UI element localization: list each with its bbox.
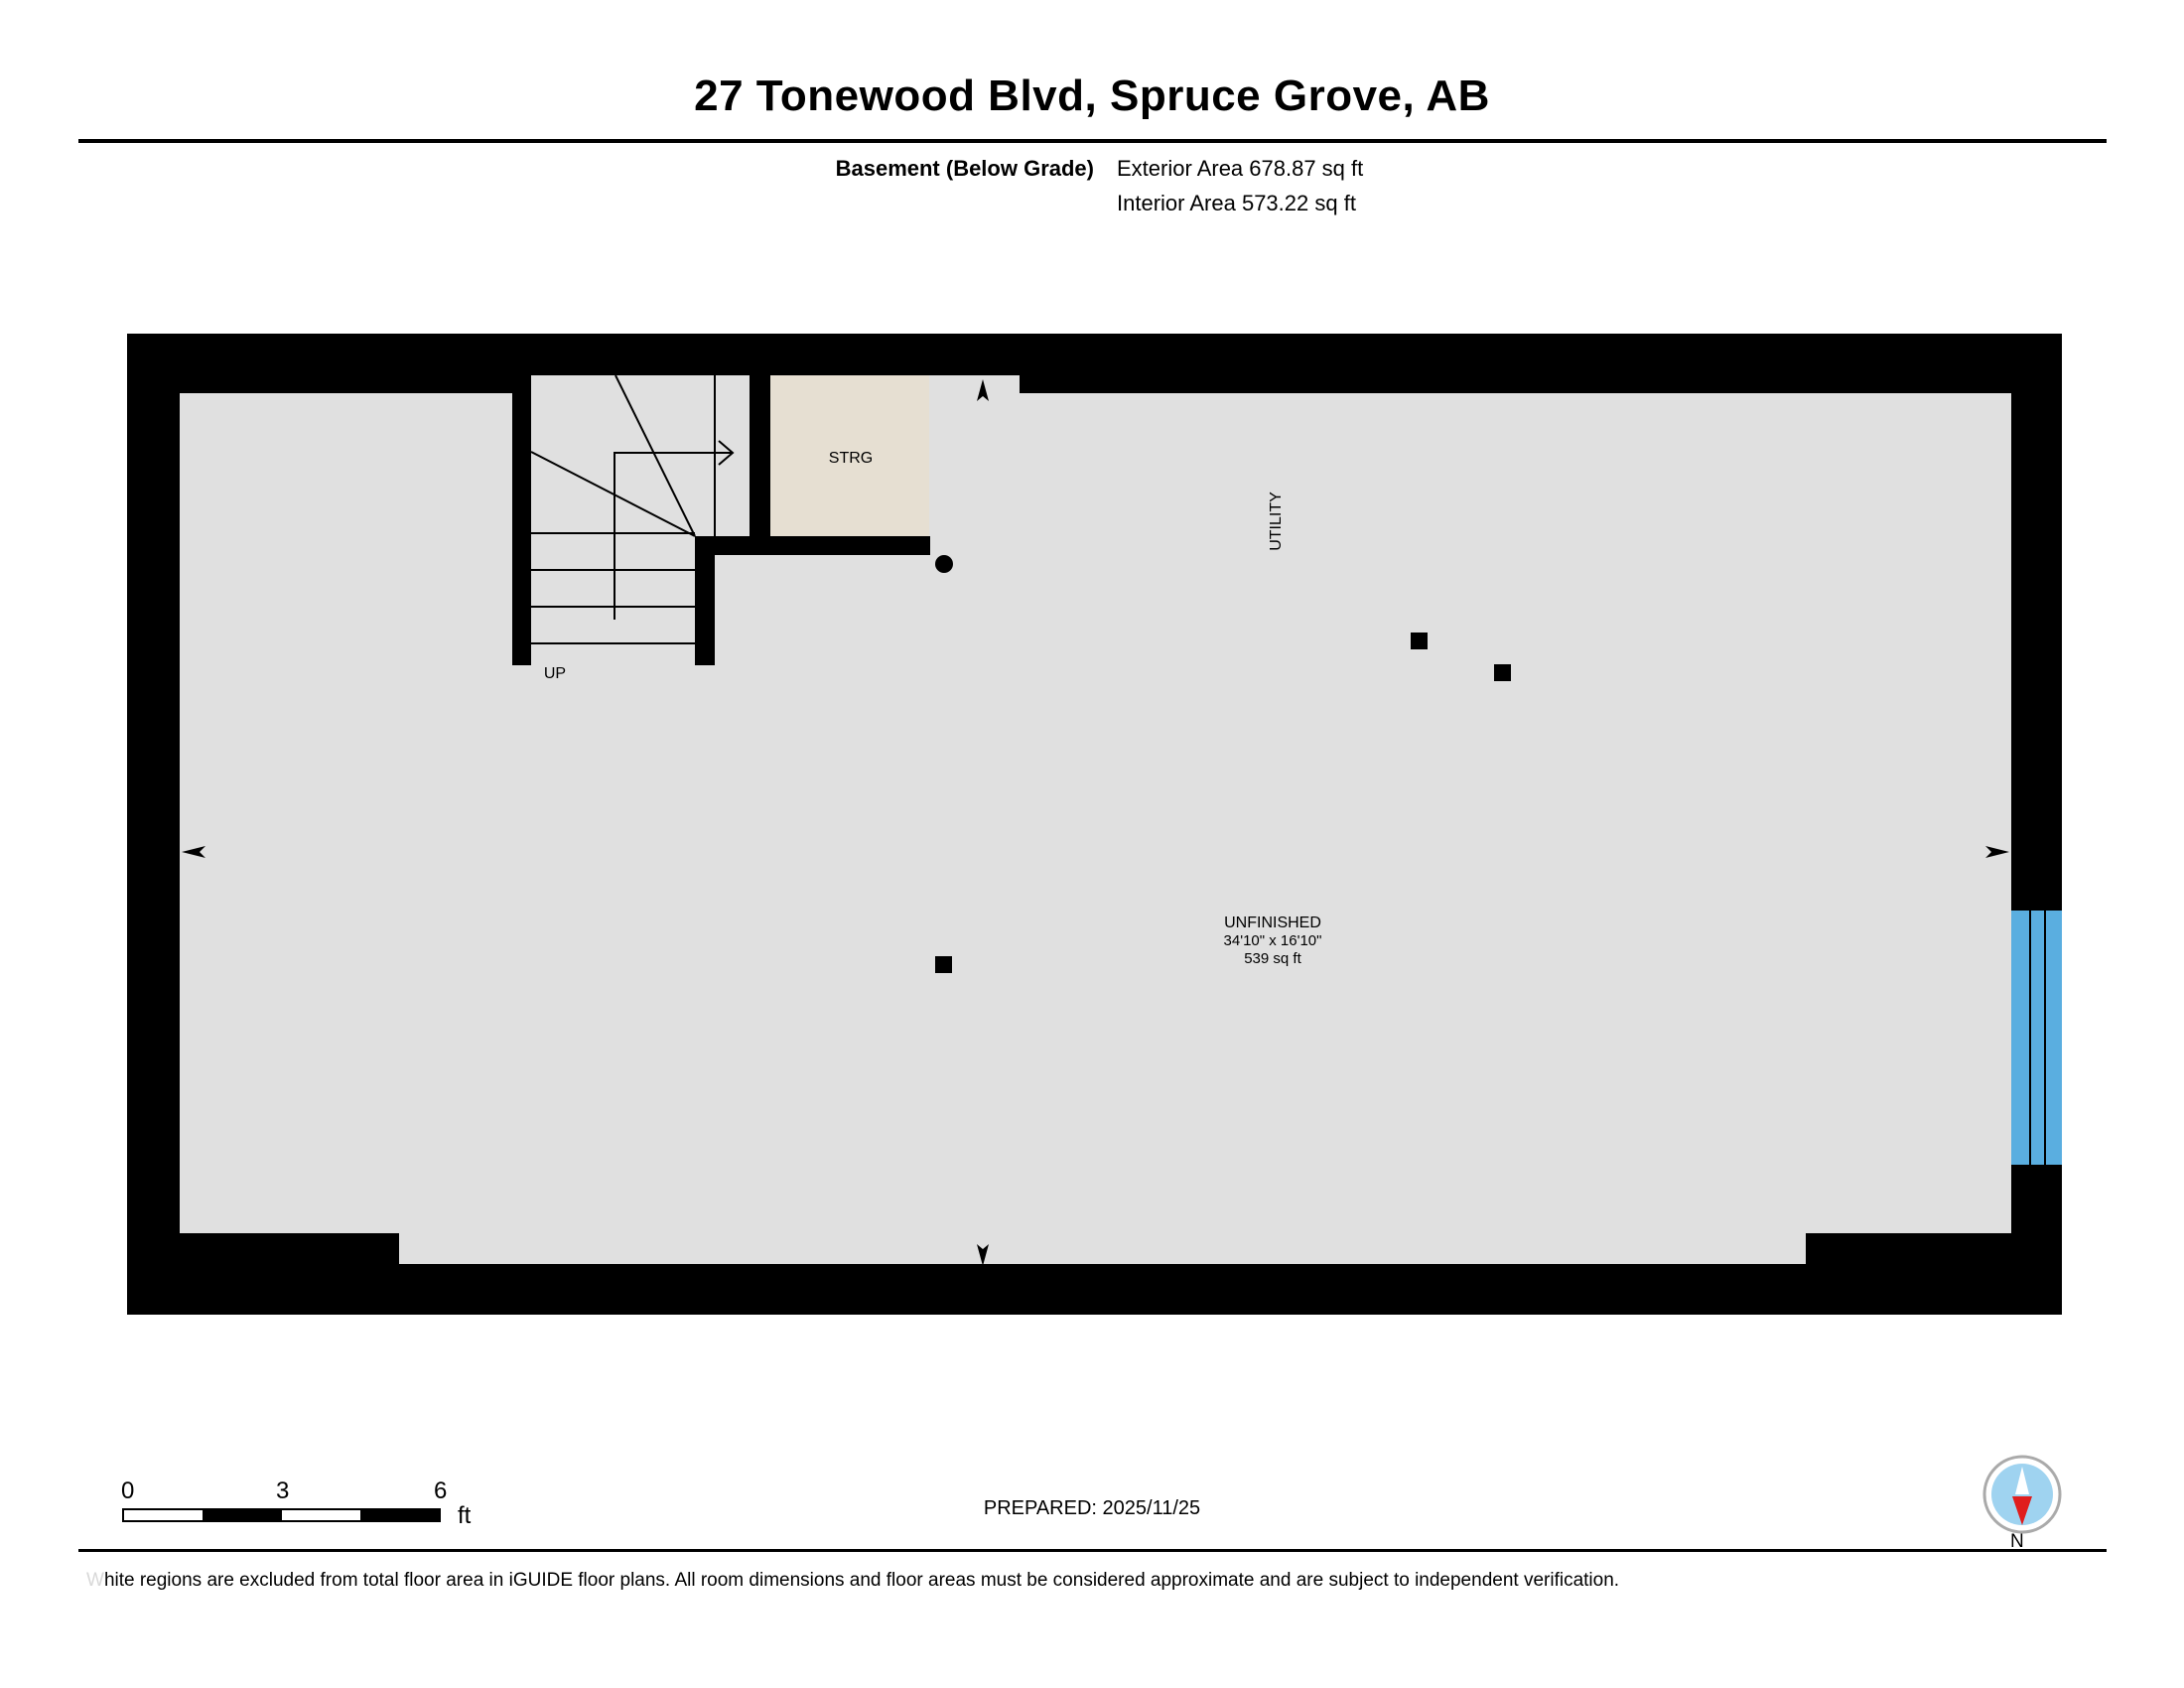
interior-area: Interior Area 573.22 sq ft [1117,191,1356,215]
main-floor [180,375,2011,1264]
disclaimer-first-letter: W [86,1570,104,1591]
room-area: 539 sq ft [1244,950,1301,967]
dimension-arrows [182,379,2009,1266]
scale-unit: ft [458,1502,472,1529]
disclaimer-text: hite regions are excluded from total flo… [103,1570,1620,1591]
exterior-area: Exterior Area 678.87 sq ft [1117,156,1364,181]
compass-north-label: N [2010,1531,2024,1552]
disclaimer: White regions are excluded from total fl… [86,1570,1619,1592]
arrow-down-icon [977,1244,989,1266]
page-title: 27 Tonewood Blvd, Spruce Grove, AB [694,71,1490,120]
scale-tick-0: 0 [121,1477,135,1504]
scale-tick-3: 3 [276,1477,290,1504]
column-square [1494,664,1511,681]
prepared-date: PREPARED: 2025/11/25 [983,1497,1201,1519]
column-square [1411,633,1428,649]
compass-icon [1982,1455,2062,1534]
column-round [935,555,953,573]
floor-label: Basement (Below Grade) [835,156,1094,181]
arrow-up-icon [977,379,989,401]
stairs-up-label: UP [544,665,566,682]
stairs-symbol [530,374,735,644]
header-divider [78,139,2107,143]
utility-label: UTILITY [1268,492,1285,551]
column-square [935,956,952,973]
storage-room [770,375,929,536]
stair-wall-right [695,536,715,665]
window [2011,911,2062,1165]
scale-bar [122,1508,441,1522]
stairwell [531,375,751,665]
room-dimensions: 34'10" x 16'10" [1224,932,1322,949]
room-name: UNFINISHED [1224,914,1321,931]
stair-wall-left [512,375,531,665]
footer-divider [78,1549,2107,1552]
arrow-left-icon [182,846,205,858]
arrow-right-icon [1985,846,2009,858]
storage-label: STRG [829,450,873,467]
storage-wall-bottom [695,536,930,555]
storage-wall-left [750,375,770,537]
scale-tick-6: 6 [434,1477,448,1504]
